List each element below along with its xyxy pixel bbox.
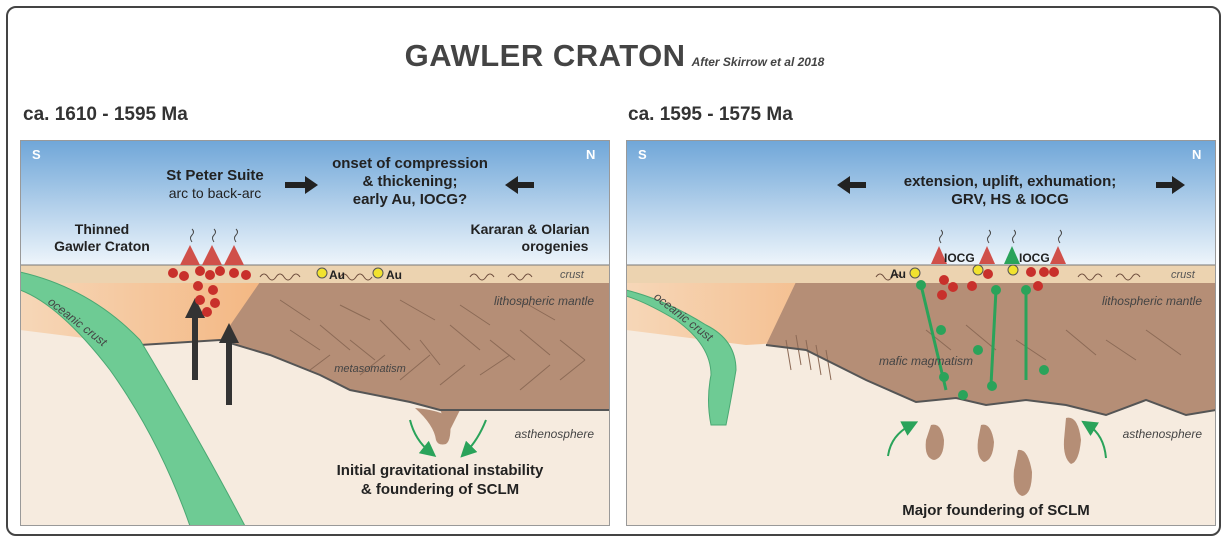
gold-deposit-icon xyxy=(910,268,920,278)
right-period-label: ca. 1595 - 1575 Ma xyxy=(628,104,793,126)
compass-north: N xyxy=(1192,147,1201,162)
left-panel-diagram: S N St Peter Suite arc to back-arc onset… xyxy=(20,140,610,526)
iocg-label: IOCG xyxy=(1019,251,1050,265)
craton-label-line2: Gawler Craton xyxy=(54,238,150,254)
suite-label-line2: arc to back-arc xyxy=(169,185,262,201)
caption-line1: Initial gravitational instability xyxy=(337,462,544,479)
lithospheric-mantle-label: lithospheric mantle xyxy=(1102,294,1202,308)
gold-deposit-icon xyxy=(317,268,327,278)
compression-label-line2: & thickening; xyxy=(362,173,457,190)
caption-line2: & foundering of SCLM xyxy=(361,481,519,498)
iocg-label: IOCG xyxy=(944,251,975,265)
asthenosphere-label: asthenosphere xyxy=(515,427,595,441)
compass-north: N xyxy=(586,147,595,162)
extension-label-line2: GRV, HS & IOCG xyxy=(951,191,1069,208)
gold-label: Au xyxy=(386,268,402,282)
title-attribution: After Skirrow et al 2018 xyxy=(692,55,825,69)
lithospheric-mantle-label: lithospheric mantle xyxy=(494,294,594,308)
gold-label: Au xyxy=(329,268,345,282)
figure-title: GAWLER CRATON After Skirrow et al 2018 xyxy=(0,38,1229,74)
compass-south: S xyxy=(32,147,41,162)
crust-label: crust xyxy=(1171,269,1196,281)
gold-deposit-icon xyxy=(973,265,983,275)
orogeny-label-line2: orogenies xyxy=(522,238,589,254)
extension-label-line1: extension, uplift, exhumation; xyxy=(904,173,1117,190)
caption: Major foundering of SCLM xyxy=(902,502,1089,519)
gold-deposit-icon xyxy=(373,268,383,278)
crust-layer xyxy=(20,265,610,283)
sky xyxy=(626,140,1216,265)
compression-label-line3: early Au, IOCG? xyxy=(353,191,467,208)
asthenosphere-label: asthenosphere xyxy=(1123,427,1203,441)
mafic-magmatism-label: mafic magmatism xyxy=(879,354,973,368)
title-text: GAWLER CRATON xyxy=(405,38,686,73)
crust-label: crust xyxy=(560,269,585,281)
metasomatism-label: metasomatism xyxy=(334,363,406,375)
left-period-label: ca. 1610 - 1595 Ma xyxy=(23,104,188,126)
compass-south: S xyxy=(638,147,647,162)
gold-deposit-icon xyxy=(1008,265,1018,275)
orogeny-label-line1: Kararan & Olarian xyxy=(470,221,589,237)
craton-label-line1: Thinned xyxy=(75,221,129,237)
right-panel-diagram: S N extension, uplift, exhumation; GRV, … xyxy=(626,140,1216,526)
suite-label-line1: St Peter Suite xyxy=(166,167,264,184)
gold-label: Au xyxy=(890,267,906,281)
compression-label-line1: onset of compression xyxy=(332,155,488,172)
volcano-icons xyxy=(180,245,244,265)
